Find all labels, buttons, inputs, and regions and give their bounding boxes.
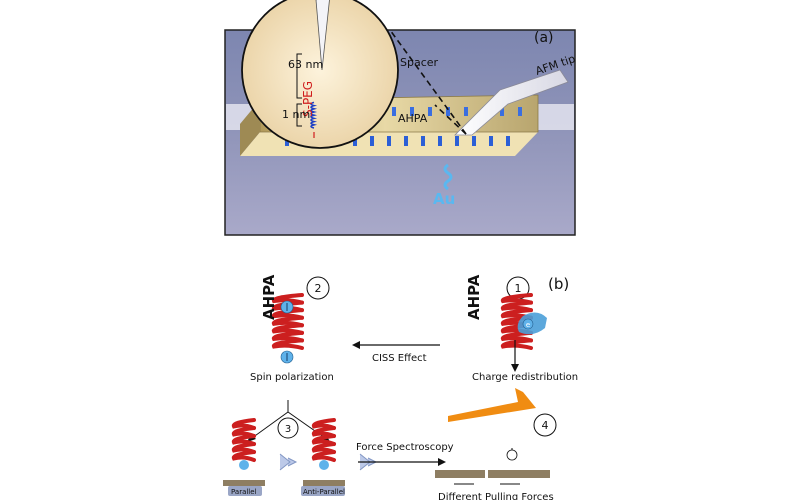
parallel-tag <box>228 486 262 496</box>
parallel-label: Parallel <box>231 488 257 496</box>
molecule-post <box>370 136 374 146</box>
inset-circle <box>241 0 399 149</box>
anti-parallel-helix-turn <box>311 450 336 462</box>
parallel-helix-turn <box>231 434 256 446</box>
molecule-post <box>410 107 414 116</box>
electron-icon <box>522 318 534 330</box>
molecule-post <box>404 136 408 146</box>
s-peg-label: S-PEG <box>301 81 315 117</box>
molecule-post <box>518 107 522 116</box>
anti-parallel-surface <box>303 480 345 486</box>
parallel-helix-turn <box>231 418 256 430</box>
step-1-number: 1 <box>515 282 522 295</box>
panel-a-label: (a) <box>534 30 554 46</box>
parallel-spin-icon <box>239 460 249 470</box>
anti-parallel-helix-turn <box>311 442 336 454</box>
parallel-helix-turn <box>231 442 256 454</box>
step-1-helix-turn <box>500 293 533 305</box>
molecule-post <box>472 136 476 146</box>
pull-surface-left <box>435 470 485 478</box>
inset-spacer-label: Spacer <box>400 56 439 69</box>
step-1-helix-turn <box>500 308 533 320</box>
anti-parallel-helix-turn <box>311 418 336 430</box>
electron-symbol: e <box>526 321 530 329</box>
molecule-post <box>421 136 425 146</box>
force-arrow-head <box>438 458 446 466</box>
step-1-helix-turn <box>500 338 533 350</box>
zoom-line-right <box>389 29 467 135</box>
step-2-helix-turn <box>271 323 304 335</box>
pull-surface-right <box>488 470 550 478</box>
molecule-post <box>455 136 459 146</box>
step-3: 3 Anti-Parallel Parallel <box>223 417 378 496</box>
molecule-post <box>392 107 396 116</box>
au-helix-glyph <box>443 163 453 191</box>
parallel-helix <box>231 418 256 462</box>
step-2-molecule-label: AHPA <box>260 274 278 320</box>
ciss-label: CISS Effect <box>372 353 427 364</box>
step-3-number: 3 <box>285 424 291 435</box>
ciss-arrow-head <box>352 341 360 349</box>
panel-a: Au Au AFM tip S-PEG 1 nm 63 nm AHP <box>224 0 577 236</box>
step-1: 1 e AHPA Charge redistribution <box>465 274 578 383</box>
charge-arrow-head <box>511 364 519 372</box>
parallel-helix-turn <box>231 450 256 462</box>
parallel-helix-turn <box>231 426 256 438</box>
step-2-helix-turn <box>271 338 304 350</box>
anti-parallel-tag <box>301 486 345 496</box>
step-2-caption: Spin polarization <box>250 372 334 383</box>
pulling-cantilever <box>448 388 536 422</box>
inset-tip <box>315 0 330 71</box>
inset-ahpa-label: AHPA <box>398 112 428 125</box>
step-2-helix <box>271 293 304 350</box>
anti-parallel-spin-icon <box>319 460 329 470</box>
step-4-badge <box>533 413 557 437</box>
tip-glyph-2 <box>279 453 298 471</box>
molecule-post <box>489 136 493 146</box>
step-4: 4 Different Pulling Forces <box>435 388 557 503</box>
step-1-helix-turn <box>500 330 533 343</box>
step-3-badge <box>277 417 299 439</box>
pull-spin-icon <box>506 449 518 461</box>
molecule-post <box>464 107 468 116</box>
ahpa-size-bracket <box>296 103 302 127</box>
panel-b: (b) 1 e AHPA Charge redistribution CISS … <box>223 274 578 503</box>
molecule-post <box>353 136 357 146</box>
step-1-caption: Charge redistribution <box>472 372 578 383</box>
step-4-number: 4 <box>542 419 549 432</box>
step-4-caption: Different Pulling Forces <box>438 492 554 500</box>
molecule-post <box>506 136 510 146</box>
force-label: Force Spectroscopy <box>356 442 454 453</box>
step-2-number: 2 <box>315 282 322 295</box>
step-1-molecule-label: AHPA <box>465 274 483 320</box>
step-2-helix-turn <box>271 315 304 328</box>
parallel-surface <box>223 480 265 486</box>
step-1-helix-turn <box>500 300 533 313</box>
anti-parallel-label: Anti-Parallel <box>303 488 345 496</box>
anti-parallel-helix-turn <box>311 434 336 446</box>
step-2: 2 AHPA Spin polarization <box>247 274 334 442</box>
molecule-post <box>446 107 450 116</box>
zoom-line-left <box>434 104 467 135</box>
spacer-size-label: 63 nm <box>288 58 323 71</box>
ahpa-size-label: 1 nm <box>282 108 310 121</box>
spacer-size-bracket <box>296 53 302 99</box>
molecule-post <box>387 136 391 146</box>
molecule-post <box>428 107 432 116</box>
split-arrow-right <box>251 411 289 439</box>
anti-parallel-helix <box>311 418 336 462</box>
panel-b-label: (b) <box>548 275 569 293</box>
step-2-badge <box>306 276 330 300</box>
anti-parallel-helix-turn <box>311 426 336 438</box>
au-label-text: Au <box>433 190 455 208</box>
step-2-helix-turn <box>271 330 304 343</box>
rotated-figure: Au Au AFM tip S-PEG 1 nm 63 nm AHP <box>223 0 578 503</box>
afm-tip <box>454 69 569 136</box>
molecule-post <box>438 136 442 146</box>
step-2-helix-turn <box>271 293 304 305</box>
inset-ahpa-helix <box>310 101 318 129</box>
molecule-post <box>500 107 504 116</box>
